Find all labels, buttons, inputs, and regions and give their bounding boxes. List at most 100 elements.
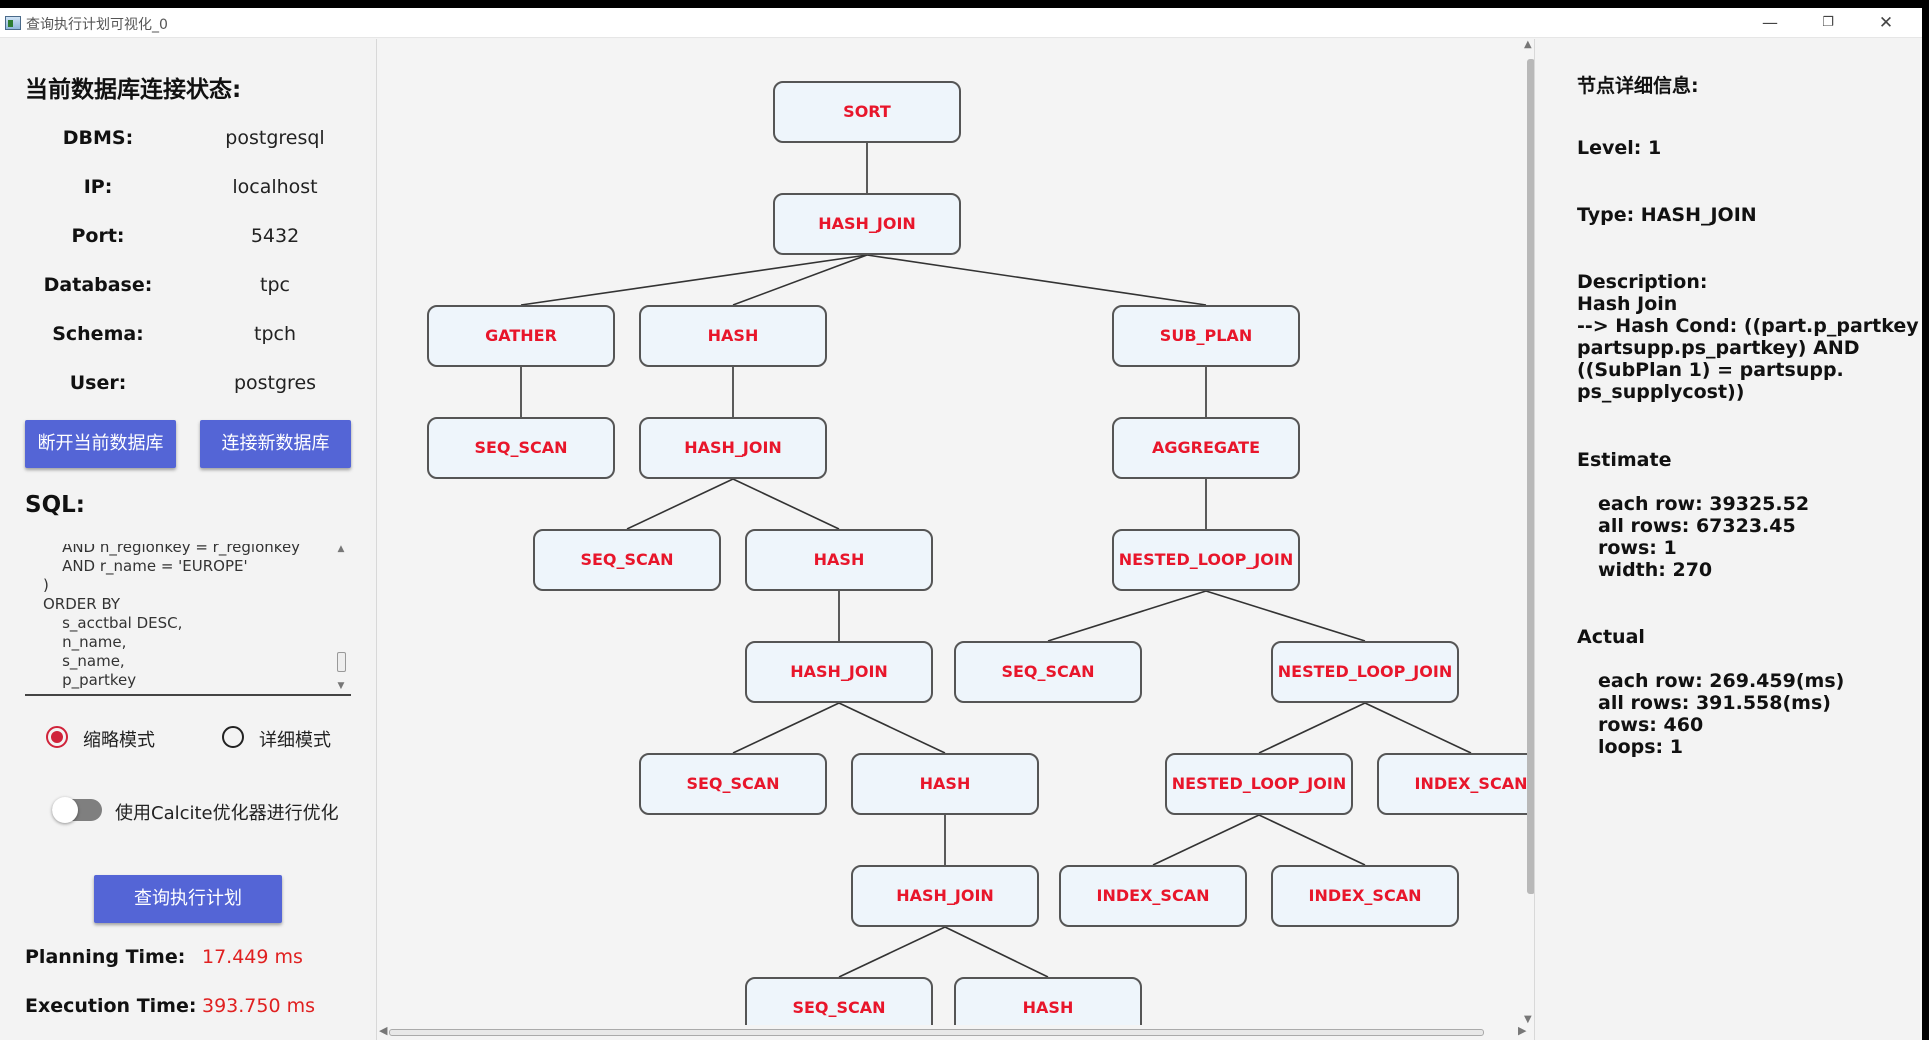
estimate-line: each row: 39325.52 [1598, 493, 1810, 515]
description-label: Description: [1577, 271, 1708, 293]
planning-time-value: 17.449 ms [202, 946, 303, 968]
plan-hscroll-thumb[interactable] [389, 1029, 1484, 1036]
plan-vertical-scrollbar[interactable]: ▲ ▼ [1524, 39, 1534, 1025]
brief-mode-label[interactable]: 缩略模式 [83, 730, 155, 751]
description-line: ((SubPlan 1) = partsupp. [1577, 359, 1844, 381]
plan-node-nested-loop-join[interactable]: NESTED_LOOP_JOIN [1165, 753, 1353, 815]
plan-node-hash[interactable]: HASH [745, 529, 933, 591]
plan-node-sub-plan[interactable]: SUB_PLAN [1112, 305, 1300, 367]
disconnect-button[interactable]: 断开当前数据库 [25, 420, 176, 468]
plan-node-seq-scan[interactable]: SEQ_SCAN [533, 529, 721, 591]
title-bar: 查询执行计划可视化_0 — ❐ ✕ [0, 8, 1922, 38]
scroll-up-icon[interactable]: ▲ [1524, 39, 1532, 50]
connection-panel: 当前数据库连接状态: DBMS: postgresql IP: localhos… [0, 39, 376, 1040]
connection-heading: 当前数据库连接状态: [25, 77, 242, 103]
plan-node-hash-join[interactable]: HASH_JOIN [773, 193, 961, 255]
details-heading: 节点详细信息: [1577, 75, 1699, 97]
maximize-button[interactable]: ❐ [1822, 15, 1834, 30]
node-details-panel: 节点详细信息: Level: 1 Type: HASH_JOIN Descrip… [1536, 39, 1922, 1040]
actual-label: Actual [1577, 626, 1645, 648]
plan-edge [626, 478, 734, 530]
plan-edge [520, 254, 868, 306]
app-window: 查询执行计划可视化_0 — ❐ ✕ 当前数据库连接状态: DBMS: postg… [0, 8, 1922, 1040]
plan-edge [1152, 814, 1260, 866]
actual-line: all rows: 391.558(ms) [1598, 692, 1831, 714]
user-value: postgres [233, 372, 317, 394]
scroll-left-icon[interactable]: ◀ [379, 1024, 388, 1037]
plan-edge [732, 254, 868, 306]
description-line: ps_supplycost)) [1577, 381, 1745, 403]
plan-edge [732, 702, 840, 754]
query-plan-button[interactable]: 查询执行计划 [94, 875, 282, 923]
calcite-toggle[interactable] [52, 797, 102, 823]
plan-node-index-scan[interactable]: INDEX_SCAN [1271, 865, 1459, 927]
plan-horizontal-scrollbar[interactable]: ◀ ▶ [377, 1024, 1531, 1039]
plan-node-hash-join[interactable]: HASH_JOIN [639, 417, 827, 479]
plan-edge [838, 702, 946, 754]
plan-node-seq-scan[interactable]: SEQ_SCAN [954, 641, 1142, 703]
actual-line: loops: 1 [1598, 736, 1683, 758]
plan-node-hash-join[interactable]: HASH_JOIN [745, 641, 933, 703]
estimate-line: rows: 1 [1598, 537, 1677, 559]
node-type: Type: HASH_JOIN [1577, 204, 1757, 226]
sql-editor[interactable]: AND n_regionkey = r_regionkey AND r_name… [25, 544, 351, 696]
sql-label: SQL: [25, 492, 85, 518]
plan-edge [866, 254, 1207, 306]
estimate-label: Estimate [1577, 449, 1672, 471]
execution-time-value: 393.750 ms [202, 995, 316, 1017]
actual-line: each row: 269.459(ms) [1598, 670, 1845, 692]
estimate-line: all rows: 67323.45 [1598, 515, 1796, 537]
app-icon [5, 16, 21, 30]
database-label: Database: [43, 274, 153, 296]
plan-node-hash[interactable]: HASH [954, 977, 1142, 1025]
ip-value: localhost [232, 176, 318, 198]
brief-mode-radio[interactable] [46, 726, 68, 748]
minimize-button[interactable]: — [1762, 13, 1778, 32]
sql-scroll-thumb[interactable] [337, 652, 346, 672]
plan-edge [1258, 702, 1366, 754]
planning-time-label: Planning Time: [25, 946, 186, 968]
plan-edges [520, 143, 1472, 978]
plan-node-seq-scan[interactable]: SEQ_SCAN [745, 977, 933, 1025]
plan-edge [1258, 814, 1366, 866]
scroll-up-icon[interactable]: ▲ [337, 544, 345, 554]
user-label: User: [69, 372, 127, 394]
description-line: partsupp.ps_partkey) AND [1577, 337, 1860, 359]
schema-label: Schema: [52, 323, 144, 345]
plan-node-hash[interactable]: HASH [639, 305, 827, 367]
window-title: 查询执行计划可视化_0 [26, 17, 168, 33]
plan-node-nested-loop-join[interactable]: NESTED_LOOP_JOIN [1271, 641, 1459, 703]
connect-new-button[interactable]: 连接新数据库 [200, 420, 351, 468]
plan-node-index-scan[interactable]: INDEX_SCAN [1059, 865, 1247, 927]
execution-time-label: Execution Time: [25, 995, 197, 1017]
plan-visualization-panel[interactable]: SORT HASH_JOIN GATHER HASH SUB_PLAN SEQ_SCAN H… [376, 39, 1535, 1040]
plan-tree-canvas[interactable]: SORT HASH_JOIN GATHER HASH SUB_PLAN SEQ_SCAN H… [377, 39, 1531, 1025]
plan-node-index-scan[interactable]: INDEX_SCAN [1377, 753, 1531, 815]
plan-node-seq-scan[interactable]: SEQ_SCAN [639, 753, 827, 815]
plan-edge [944, 926, 1049, 978]
dbms-label: DBMS: [62, 127, 134, 149]
scroll-down-icon[interactable]: ▼ [1524, 1014, 1532, 1025]
description-line: --> Hash Cond: ((part.p_partkey = [1577, 315, 1922, 337]
scroll-down-icon[interactable]: ▼ [337, 681, 345, 691]
dbms-value: postgresql [225, 127, 325, 149]
plan-node-hash[interactable]: HASH [851, 753, 1039, 815]
node-level: Level: 1 [1577, 137, 1662, 159]
plan-node-seq-scan[interactable]: SEQ_SCAN [427, 417, 615, 479]
plan-node-aggregate[interactable]: AGGREGATE [1112, 417, 1300, 479]
plan-vscroll-thumb[interactable] [1527, 59, 1534, 894]
close-button[interactable]: ✕ [1878, 13, 1894, 33]
plan-node-gather[interactable]: GATHER [427, 305, 615, 367]
detail-mode-label[interactable]: 详细模式 [259, 730, 331, 751]
estimate-line: width: 270 [1598, 559, 1713, 581]
port-value: 5432 [250, 225, 300, 247]
detail-mode-radio[interactable] [222, 726, 244, 748]
scroll-right-icon[interactable]: ▶ [1518, 1024, 1527, 1037]
calcite-toggle-label[interactable]: 使用Calcite优化器进行优化 [115, 803, 339, 824]
sql-scrollbar[interactable]: ▲ ▼ [334, 544, 348, 694]
plan-node-hash-join[interactable]: HASH_JOIN [851, 865, 1039, 927]
database-value: tpc [260, 274, 290, 296]
sql-text[interactable]: AND n_regionkey = r_regionkey AND r_name… [43, 544, 301, 689]
plan-node-nested-loop-join[interactable]: NESTED_LOOP_JOIN [1112, 529, 1300, 591]
plan-node-sort[interactable]: SORT [773, 81, 961, 143]
